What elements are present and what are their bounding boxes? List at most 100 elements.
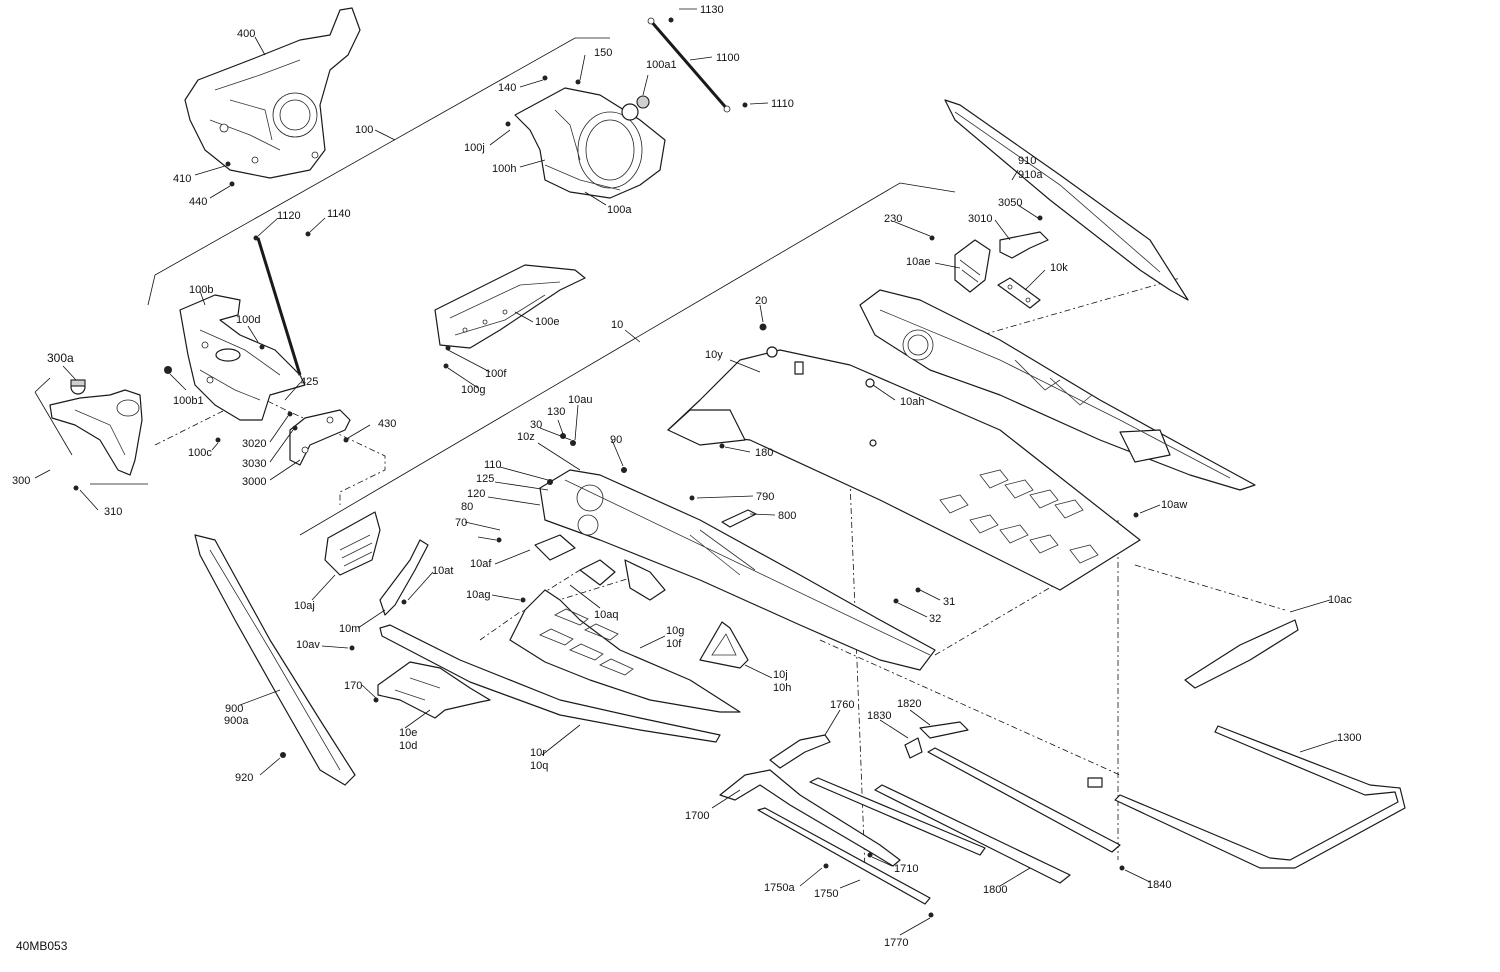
diagram-reference-code: 40MB053 (16, 939, 68, 953)
callout-170: 170 (344, 680, 362, 692)
callout-10ag: 10ag (466, 589, 490, 601)
callout-labels: 1130 1100 1110 150 140 100a1 100j 100h 1… (12, 4, 1361, 949)
part-800-plate (721, 509, 757, 528)
callout-1770: 1770 (884, 937, 908, 949)
callout-140: 140 (498, 82, 516, 94)
part-10k-bracket (997, 277, 1041, 309)
callout-1700: 1700 (685, 810, 709, 822)
callout-10z: 10z (517, 431, 535, 443)
callout-10: 10 (611, 319, 623, 331)
callout-3050: 3050 (998, 197, 1022, 209)
part-10e-bracket (377, 661, 491, 719)
callout-3020: 3020 (242, 438, 266, 450)
callout-80: 80 (461, 501, 473, 513)
callout-100h: 100h (492, 163, 516, 175)
callout-100b1: 100b1 (173, 395, 204, 407)
callout-10q: 10q (530, 760, 548, 772)
callout-150: 150 (594, 47, 612, 59)
callout-100b: 100b (189, 284, 213, 296)
callout-3030: 3030 (242, 458, 266, 470)
callout-1820: 1820 (897, 698, 921, 710)
callout-300: 300 (12, 475, 30, 487)
part-1100-rod (647, 17, 731, 113)
part-10aj-grille (324, 511, 381, 576)
part-1700-rail (719, 769, 901, 867)
callout-10h: 10h (773, 682, 791, 694)
part-400-upper-column-support (184, 7, 361, 179)
part-10-right-tunnel-wall (859, 289, 1256, 491)
part-1840-block (1087, 777, 1103, 788)
callout-10ac: 10ac (1328, 594, 1352, 606)
callout-10at: 10at (432, 565, 453, 577)
leader-lines (34, 8, 1338, 936)
callout-310: 310 (104, 506, 122, 518)
callout-120: 120 (467, 488, 485, 500)
callout-10ae: 10ae (906, 256, 930, 268)
callout-800: 800 (778, 510, 796, 522)
part-300-mount (49, 379, 143, 476)
part-3000-bracket (289, 409, 351, 466)
callout-125: 125 (476, 473, 494, 485)
callout-400: 400 (237, 28, 255, 40)
callout-1750a: 1750a (764, 882, 795, 894)
callout-3000: 3000 (242, 476, 266, 488)
callout-440: 440 (189, 196, 207, 208)
callout-10f: 10f (666, 638, 682, 650)
callout-100g: 100g (461, 384, 485, 396)
part-3010-bracket (999, 231, 1049, 259)
callout-100a: 100a (607, 204, 632, 216)
callout-10j: 10j (773, 669, 788, 681)
callout-110: 110 (484, 459, 502, 471)
callout-70: 70 (455, 517, 467, 529)
part-1300-bumper (1114, 725, 1406, 869)
callout-1300: 1300 (1337, 732, 1361, 744)
callout-10g: 10g (666, 625, 684, 637)
callout-1840: 1840 (1147, 879, 1171, 891)
part-10ae-bracket (954, 239, 991, 293)
callout-1750: 1750 (814, 888, 838, 900)
callout-100: 100 (355, 124, 373, 136)
part-1750-slide (757, 807, 931, 905)
part-100e-cross-plate (434, 264, 586, 349)
callout-1120: 1120 (277, 210, 301, 222)
callout-1830: 1830 (867, 710, 891, 722)
callout-1800: 1800 (983, 884, 1007, 896)
part-10y-tunnel-plate (667, 346, 1141, 591)
callout-32: 32 (929, 613, 941, 625)
callout-31: 31 (943, 596, 955, 608)
callout-130: 130 (547, 406, 565, 418)
part-10g-footrest (509, 589, 741, 713)
callout-10aj: 10aj (294, 600, 315, 612)
callout-425: 425 (300, 376, 318, 388)
callout-920: 920 (235, 772, 253, 784)
part-100a-column-support (514, 87, 666, 199)
callout-10af: 10af (470, 558, 492, 570)
callout-10m: 10m (339, 623, 360, 635)
callout-1140: 1140 (327, 208, 351, 220)
callout-100d: 100d (236, 314, 260, 326)
callout-1110: 1110 (771, 98, 794, 110)
fasteners (73, 17, 1139, 918)
callout-10ah: 10ah (900, 396, 924, 408)
part-1820-rail (919, 721, 1121, 853)
part-100b-frame-support (179, 237, 306, 421)
callout-790: 790 (756, 491, 774, 503)
group-bracket-lines (34, 37, 956, 536)
callout-1100: 1100 (716, 52, 740, 64)
callout-10av: 10av (296, 639, 320, 651)
callout-20: 20 (755, 295, 767, 307)
callout-180: 180 (755, 447, 773, 459)
part-10r-running-board (379, 624, 721, 743)
callout-410: 410 (173, 173, 191, 185)
part-10j-bracket (699, 621, 749, 669)
callout-100c: 100c (188, 447, 212, 459)
callout-910a: 910a (1018, 169, 1043, 181)
callout-10au: 10au (568, 394, 592, 406)
callout-1760: 1760 (830, 699, 854, 711)
callout-300a: 300a (47, 351, 74, 365)
part-1710-slide (809, 777, 986, 856)
callout-430: 430 (378, 418, 396, 430)
part-1830-clip (904, 737, 923, 759)
part-1760-bracket (769, 734, 831, 769)
